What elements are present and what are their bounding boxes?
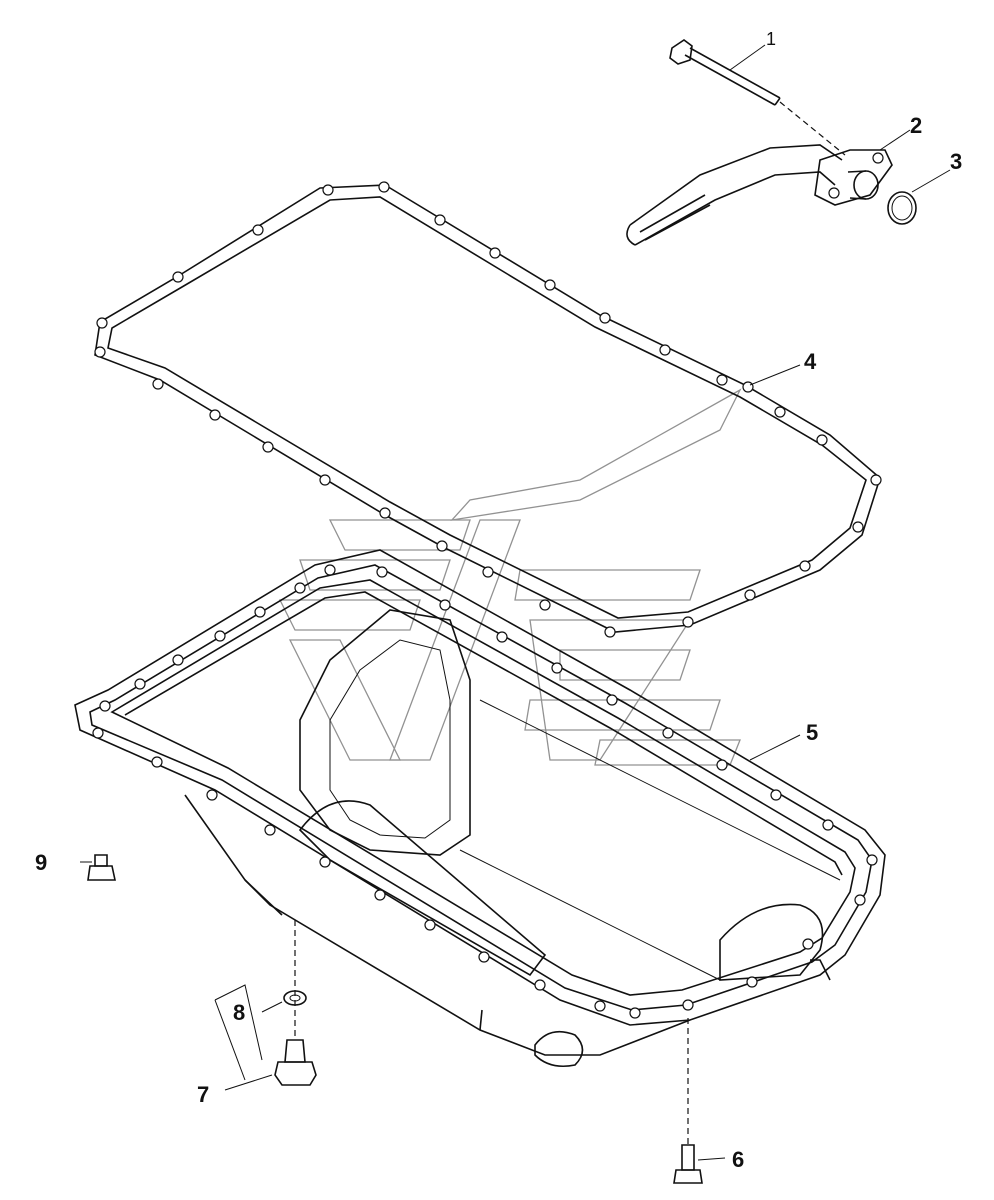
part-7-drain-plug [214,920,317,1091]
callout-6: 6 [732,1147,744,1172]
callout-9: 9 [35,850,47,875]
callout-5: 5 [806,720,818,745]
callout-4: 4 [804,349,817,374]
callout-8: 8 [233,1000,245,1025]
watermark-logo [278,388,742,766]
callout-1: 1 [766,29,776,49]
part-5-oil-pan [74,549,886,1068]
part-3-o-ring [887,169,951,225]
part-9-plug [80,854,116,881]
callout-2: 2 [910,113,922,138]
callout-3: 3 [950,149,962,174]
part-6-bolt [673,1018,726,1184]
part-8-washer [261,990,307,1013]
part-1-bolt [669,39,846,156]
part-4-gasket [94,181,882,638]
callout-7: 7 [197,1082,209,1107]
part-2-oil-pickup-tube [626,129,911,246]
